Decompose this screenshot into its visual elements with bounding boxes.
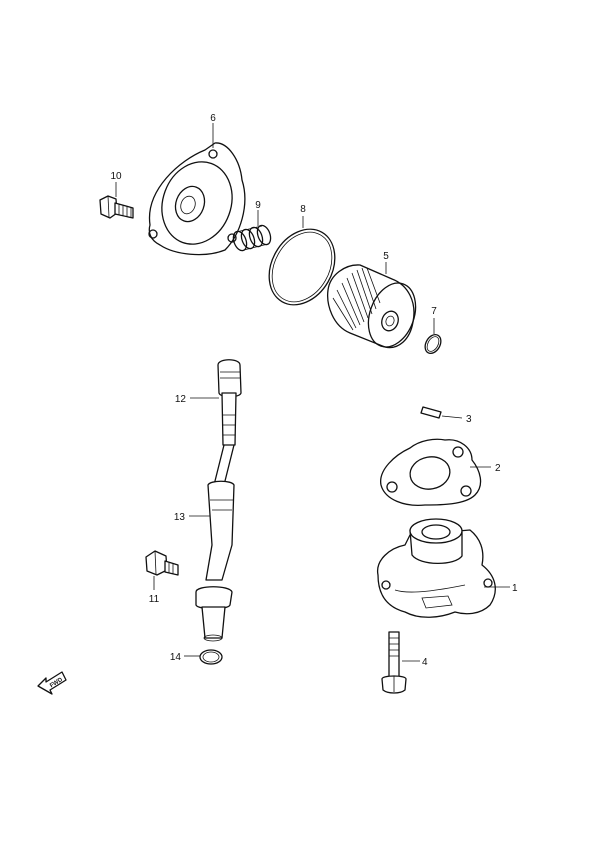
callout-3: 3	[466, 414, 472, 425]
callout-labels: 6 10 9 8 5 7 3 2 1 4 12 13 11 14	[110, 113, 518, 668]
callout-8: 8	[300, 204, 306, 215]
callout-2: 2	[495, 463, 501, 474]
part-2-gasket	[380, 438, 482, 506]
part-9-spring	[232, 224, 272, 252]
callout-1: 1	[512, 583, 518, 594]
fwd-arrow-icon: FWD	[37, 671, 67, 695]
callout-6: 6	[210, 113, 216, 124]
part-10-bolt	[99, 195, 134, 219]
part-11-bolt	[145, 550, 179, 576]
part-1-oil-pump	[377, 518, 496, 618]
part-6-oil-filter-cover	[148, 142, 246, 256]
callout-4: 4	[422, 657, 428, 668]
callout-9: 9	[255, 200, 261, 211]
part-7-o-ring	[424, 334, 442, 354]
callout-5: 5	[383, 251, 389, 262]
part-5-oil-filter	[327, 264, 417, 349]
part-8-o-ring	[268, 228, 336, 306]
callout-11: 11	[149, 594, 160, 605]
callout-13: 13	[174, 512, 186, 523]
callout-14: 14	[170, 652, 182, 663]
part-4-bolt	[381, 631, 407, 694]
leader-lines	[115, 123, 510, 662]
part-3-pin	[420, 406, 442, 419]
part-14-o-ring	[199, 649, 223, 665]
callout-12: 12	[175, 394, 187, 405]
part-12-oil-level-gauge-cap	[217, 359, 242, 446]
callout-10: 10	[110, 171, 122, 182]
part-13-oil-gauge-tube	[195, 444, 235, 642]
callout-7: 7	[431, 306, 437, 317]
